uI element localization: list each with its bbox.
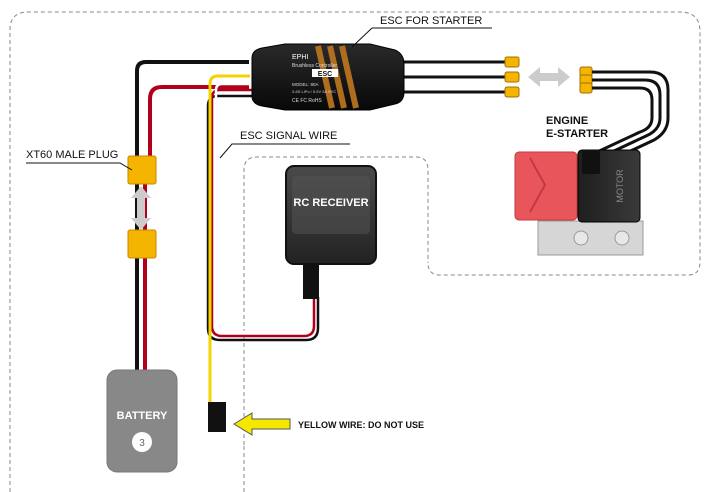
connect-arrow-vertical bbox=[131, 186, 151, 230]
esc-subtitle: Brushless Controller bbox=[292, 63, 337, 69]
motor-bullet-3 bbox=[579, 82, 593, 94]
battery: BATTERY 3 bbox=[106, 369, 178, 473]
starter-red-housing bbox=[514, 151, 578, 221]
esc-output-wires bbox=[388, 56, 520, 98]
starter-mount bbox=[537, 220, 644, 256]
white-signal-wire bbox=[214, 82, 312, 334]
battery-cells: 3 bbox=[139, 438, 145, 449]
battery-wires bbox=[135, 60, 249, 372]
xt60-plug-battery-side bbox=[127, 229, 157, 259]
outer-dashed-border bbox=[9, 11, 701, 492]
signal-wires bbox=[206, 74, 320, 402]
xt60-plug-label: XT60 MALE PLUG bbox=[26, 149, 118, 161]
bullet-connector-1 bbox=[504, 56, 520, 68]
motor-label: MOTOR bbox=[615, 169, 625, 203]
signal-leader-line bbox=[219, 143, 350, 159]
receiver-plug bbox=[303, 265, 319, 299]
unused-connector bbox=[208, 402, 226, 432]
esc-model-line: MODEL: 80A bbox=[292, 82, 319, 87]
red-signal-wire bbox=[210, 88, 316, 338]
rc-receiver: RC RECEIVER bbox=[285, 165, 377, 265]
esc-unit: EPHI Brushless Controller ESC MODEL: 80A… bbox=[251, 43, 405, 111]
motor-wires bbox=[579, 66, 670, 172]
bullet-connector-3 bbox=[504, 86, 520, 98]
black-battery-wire bbox=[135, 60, 249, 372]
esc-badge: ESC bbox=[318, 71, 332, 78]
yellow-wire-note: YELLOW WIRE: DO NOT USE bbox=[298, 420, 424, 430]
rc-receiver-label: RC RECEIVER bbox=[293, 197, 368, 209]
receiver-dashed-border bbox=[243, 156, 429, 445]
battery-label: BATTERY bbox=[117, 410, 168, 422]
red-battery-wire bbox=[143, 85, 249, 372]
esc-leader-line bbox=[351, 27, 492, 48]
yellow-signal-wire bbox=[208, 74, 250, 402]
engine-e-starter: MOTOR bbox=[514, 149, 644, 256]
esc-spec-line: 2-6S LiPo / 5.5V 5A BEC bbox=[292, 89, 336, 94]
esc-for-starter-label: ESC FOR STARTER bbox=[380, 15, 482, 27]
bullet-connector-2 bbox=[504, 71, 520, 83]
xt60-plug-esc-side bbox=[127, 155, 157, 185]
warning-arrow-icon bbox=[233, 412, 291, 436]
esc-cert-line: CE FC RoHS bbox=[292, 98, 322, 104]
connect-arrow-horizontal bbox=[528, 67, 570, 87]
engine-label: ENGINE bbox=[546, 115, 588, 127]
xt60-leader-line bbox=[26, 162, 133, 171]
esc-signal-wire-label: ESC SIGNAL WIRE bbox=[240, 130, 337, 142]
e-starter-label: E-STARTER bbox=[546, 128, 608, 140]
esc-brand: EPHI bbox=[292, 54, 308, 61]
